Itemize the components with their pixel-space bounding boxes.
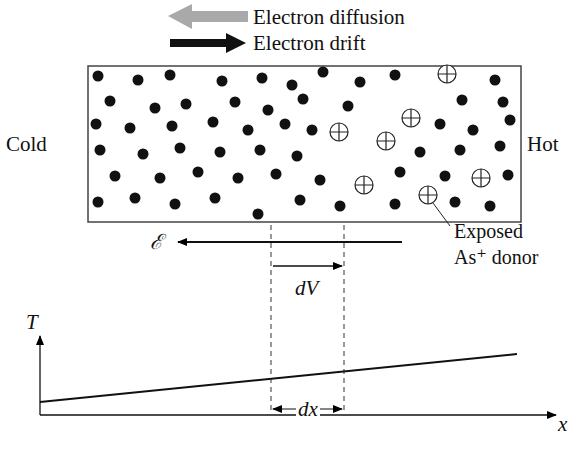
electron-dots bbox=[91, 67, 516, 220]
dx-arrow bbox=[273, 409, 296, 410]
field-arrow bbox=[178, 241, 402, 243]
field-symbol: ℰ bbox=[150, 230, 163, 254]
dashed-boundary bbox=[344, 225, 345, 414]
arrow-label: Electron diffusion bbox=[253, 5, 405, 29]
arrow-label: Electron drift bbox=[253, 31, 366, 55]
axis-label: T bbox=[26, 310, 38, 334]
temperature-line bbox=[40, 354, 517, 402]
diffusion-arrow bbox=[168, 4, 248, 29]
drift-arrow bbox=[170, 33, 246, 53]
leader-line bbox=[433, 203, 450, 226]
dv-arrow bbox=[273, 265, 342, 266]
end-label: Cold bbox=[6, 132, 47, 156]
potential-label: dV bbox=[295, 276, 318, 300]
end-label: Hot bbox=[527, 132, 559, 156]
dx-arrow bbox=[320, 409, 342, 410]
interval-label: dx bbox=[296, 397, 320, 421]
donor-ions bbox=[330, 65, 490, 204]
semiconductor-bar bbox=[88, 66, 521, 222]
dashed-boundary bbox=[271, 225, 272, 414]
t-axis bbox=[39, 336, 40, 415]
donor-label: Exposed As⁺ donor bbox=[454, 218, 554, 270]
axis-label: x bbox=[558, 412, 567, 436]
